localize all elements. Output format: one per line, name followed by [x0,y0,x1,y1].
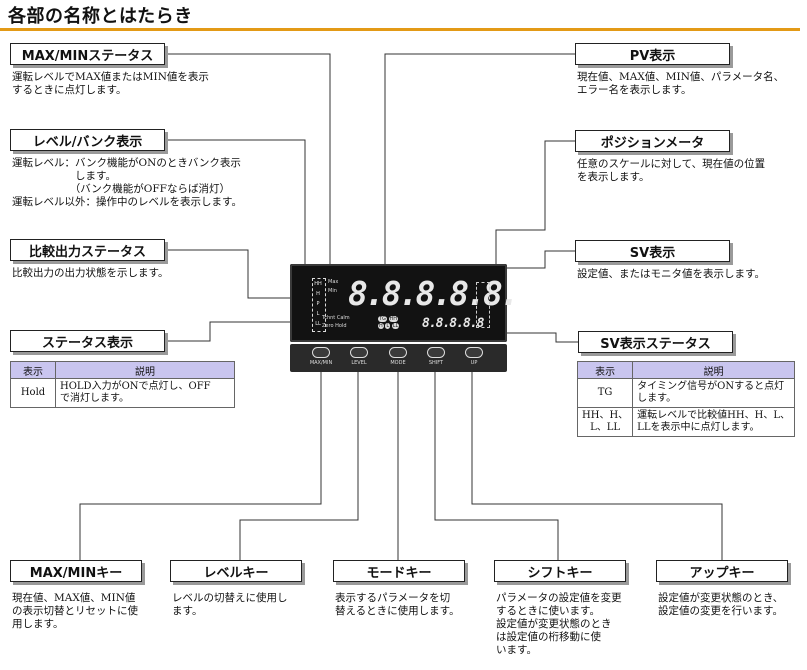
sv-mark-hh: HH [388,316,399,322]
display-panel: HH H P L LL Max Min Tchnt Calm Zero Hold… [290,264,520,342]
page-title: 各部の名称とはたらき [8,6,193,27]
status-display-label: ステータス表示 [10,330,165,352]
status-tchnt: Tchnt [322,315,336,321]
sv-status-table: 表示 説明 TG タイミング信号がONすると点灯 します。 HH、H、 L、LL… [576,361,795,437]
status-marks-lower: Tchnt Calm Zero Hold [322,314,372,330]
shift-key-label: シフトキー [494,560,626,582]
up-key-desc: 設定値が変更状態のとき、 設定値の変更を行います。 [658,592,784,617]
sv-value: 8.8.8.8.8 [422,316,484,331]
sv-display-label: SV表示 [575,240,730,262]
up-key-text: UP [470,360,478,366]
controller-device: HH H P L LL Max Min Tchnt Calm Zero Hold… [290,264,520,372]
table-cell: HH、H、 L、LL [576,407,634,437]
mode-key-button[interactable] [389,347,407,358]
status-hold: Hold [335,323,347,329]
table-cell: タイミング信号がONすると点灯 します。 [632,378,795,408]
level-key-text: LEVEL [351,360,367,366]
maxmin-status-label: MAX/MINステータス [10,43,165,65]
maxmin-key-desc: 現在値、MAX値、MIN値 の表示切替とリセットに使 用します。 [12,592,138,630]
indicator-h: H [316,291,320,297]
pv-display-label: PV表示 [575,43,730,65]
sv-status-table-header: 表示 [576,361,634,379]
level-bank-label: レベル/バンク表示 [10,129,165,151]
maxmin-key-button[interactable] [312,347,330,358]
maxmin-key-text: MAX/MIN [309,360,333,366]
position-meter-label: ポジションメータ [575,130,730,152]
indicator-ll: LL [315,321,321,327]
maxmin-key-label: MAX/MINキー [10,560,142,582]
comp-output-label: 比較出力ステータス [10,239,165,261]
table-cell: TG [576,378,634,408]
level-key-desc: レベルの切替えに使用し ます。 [172,592,288,617]
indicator-labels: HH H P L LL [313,279,323,329]
sv-display-desc: 設定値、またはモニタ値を表示します。 [577,268,765,280]
indicator-column [312,278,326,332]
level-key-label: レベルキー [170,560,302,582]
sv-status-table-header: 説明 [632,361,795,379]
position-meter-desc: 任意のスケールに対して、現在値の位置 を表示します。 [577,158,766,183]
up-key-button[interactable] [465,347,483,358]
indicator-hh: HH [314,281,322,287]
comp-output-desc: 比較出力の出力状態を示します。 [12,267,169,279]
pv-value: 8.8.8.8.8. [348,274,520,313]
status-marks: Max Min [328,278,338,296]
sv-mark-h: H [378,323,384,329]
shift-key-text: SHIFT [428,360,444,366]
table-row: TG タイミング信号がONすると点灯 します。 [576,378,795,408]
status-zero: Zero [322,323,334,329]
sv-mark-l: L [385,323,391,329]
status-table-header: 説明 [55,361,235,379]
level-key-button[interactable] [350,347,368,358]
sv-mark-tg: TG [378,316,387,322]
shift-key-desc: パラメータの設定値を変更 するときに使います。 設定値が変更状態のとき は設定値… [496,592,622,656]
indicator-l: L [316,311,320,317]
title-rule [0,28,800,31]
table-cell: Hold [10,378,56,408]
table-cell: 運転レベルで比較値HH、H、L、 LLを表示中に点灯します。 [632,407,795,437]
status-max: Max [328,279,339,285]
pv-display-desc: 現在値、MAX値、MIN値、パラメータ名、 エラー名を表示します。 [577,71,785,96]
status-table: 表示 説明 Hold HOLD入力がONで点灯し、OFF で消灯します。 [10,361,235,408]
mode-key-label: モードキー [333,560,465,582]
mode-key-text: MODE [390,360,406,366]
up-key-label: アップキー [656,560,788,582]
table-row: Hold HOLD入力がONで点灯し、OFF で消灯します。 [10,378,235,408]
key-panel: MAX/MIN LEVEL MODE SHIFT UP [290,344,507,372]
position-meter [476,282,490,328]
maxmin-status-desc: 運転レベルでMAX値またはMIN値を表示 するときに点灯します。 [12,71,209,96]
status-min: Min [328,288,337,294]
level-bank-desc: 運転レベル：バンク機能がONのときバンク表示 します。 （バンク機能がOFFなら… [12,157,242,208]
mode-key-desc: 表示するパラメータを切 替えるときに使用します。 [335,592,460,617]
sv-mark-ll: LL [391,323,400,329]
sv-status-label: SV表示ステータス [578,331,733,353]
shift-key-button[interactable] [427,347,445,358]
status-calm: Calm [336,315,350,321]
table-cell: HOLD入力がONで点灯し、OFF で消灯します。 [55,378,235,408]
sv-status-marks: TG HH H L LL [378,316,414,331]
status-table-header: 表示 [10,361,56,379]
indicator-p: P [316,301,320,307]
table-row: HH、H、 L、LL 運転レベルで比較値HH、H、L、 LLを表示中に点灯します… [576,407,795,437]
